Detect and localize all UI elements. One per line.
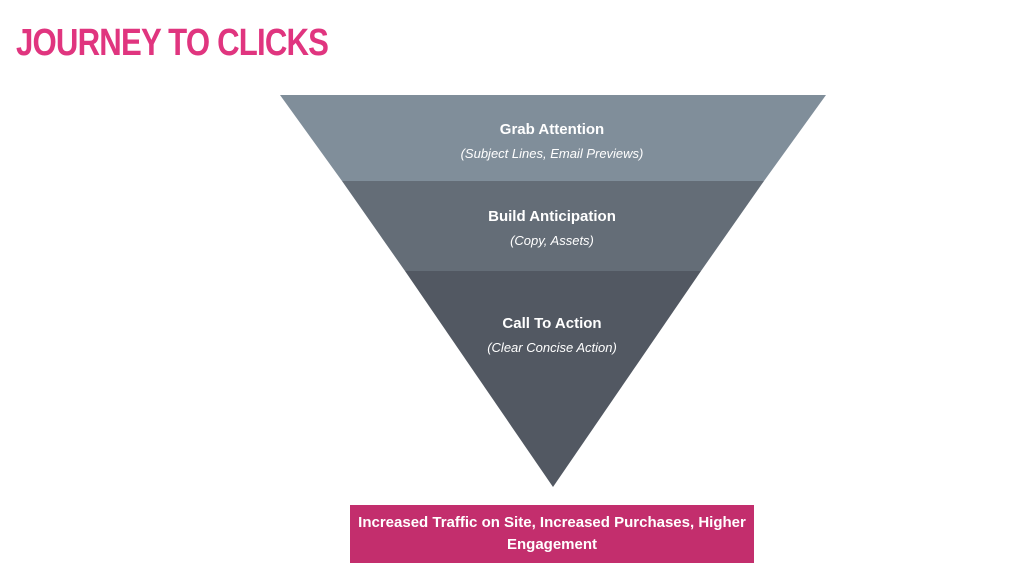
- funnel-stage-1: [280, 95, 826, 181]
- page-title: JOURNEY TO CLICKS: [16, 22, 329, 64]
- stage-1-label: Grab Attention: [499, 121, 605, 138]
- stage-2-subtitle: (Copy, Assets): [510, 233, 594, 248]
- funnel-stage-3: [405, 271, 701, 487]
- funnel-stage-2: [342, 181, 764, 271]
- stage-1-text: Grab Attention (Subject Lines, Email Pre…: [352, 121, 752, 163]
- stage-2-text: Build Anticipation (Copy, Assets): [352, 208, 752, 250]
- stage-3-subtitle: (Clear Concise Action): [487, 340, 617, 355]
- stage-1-subtitle: (Subject Lines, Email Previews): [460, 146, 644, 161]
- stage-2-label: Build Anticipation: [488, 208, 616, 225]
- stage-3-text: Call To Action (Clear Concise Action): [352, 315, 752, 357]
- result-box: Increased Traffic on Site, Increased Pur…: [350, 505, 754, 563]
- stage-3-label: Call To Action: [502, 315, 602, 332]
- result-text: Increased Traffic on Site, Increased Pur…: [358, 514, 746, 553]
